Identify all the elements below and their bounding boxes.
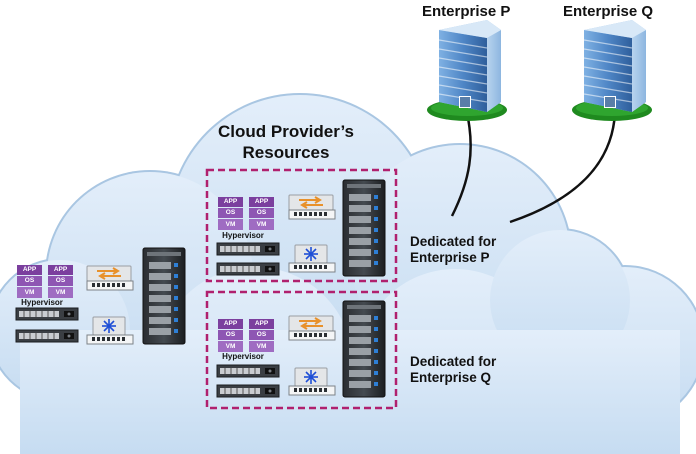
dedicated-box-enterprise-p <box>205 168 398 283</box>
enterprise-p-label: Enterprise P <box>422 3 511 20</box>
server-rack-icon <box>342 300 386 398</box>
dedicated-label-line1: Dedicated for <box>410 354 497 369</box>
blade-server-icon <box>15 307 79 321</box>
building-icon <box>571 19 653 122</box>
dedicated-label-line1: Dedicated for <box>410 234 497 249</box>
dedicated-label-enterprise-p: Dedicated for Enterprise P <box>410 234 496 266</box>
blade-server-icon <box>216 262 280 276</box>
vm-stack-icon: APP OS VM <box>218 319 243 352</box>
vm-stack-icon: APP OS VM <box>17 265 42 298</box>
enterprise-q-label: Enterprise Q <box>563 3 654 20</box>
dedicated-box-enterprise-q <box>205 290 398 410</box>
building-icon <box>426 19 508 122</box>
connection-line-enterprise-q <box>509 112 617 224</box>
hypervisor-label: Hypervisor <box>222 352 264 361</box>
vm-stack-icon: APP OS VM <box>249 319 274 352</box>
blade-server-icon <box>216 364 280 378</box>
vm-stack-icon: APP OS VM <box>218 197 243 230</box>
dedicated-label-line2: Enterprise P <box>410 250 490 265</box>
cloud-title-line2: Resources <box>242 143 330 162</box>
cloud-title: Cloud Provider’s Resources <box>186 121 386 163</box>
hypervisor-label: Hypervisor <box>222 231 264 240</box>
dedicated-label-enterprise-q: Dedicated for Enterprise Q <box>410 354 496 386</box>
server-rack-icon <box>342 179 386 277</box>
blade-server-icon <box>216 242 280 256</box>
cloud-title-line1: Cloud Provider’s <box>217 122 355 141</box>
hypervisor-label: Hypervisor <box>21 298 63 307</box>
vm-stack-icon: APP OS VM <box>48 265 73 298</box>
network-switch-icon <box>288 194 336 220</box>
blade-server-icon <box>216 384 280 398</box>
dedicated-label-line2: Enterprise Q <box>410 370 492 385</box>
blade-server-icon <box>15 329 79 343</box>
vm-stack-icon: APP OS VM <box>249 197 274 230</box>
server-rack-icon <box>142 247 186 345</box>
network-switch-icon <box>86 265 134 291</box>
network-switch-icon <box>288 315 336 341</box>
connection-line-enterprise-p <box>450 112 472 217</box>
